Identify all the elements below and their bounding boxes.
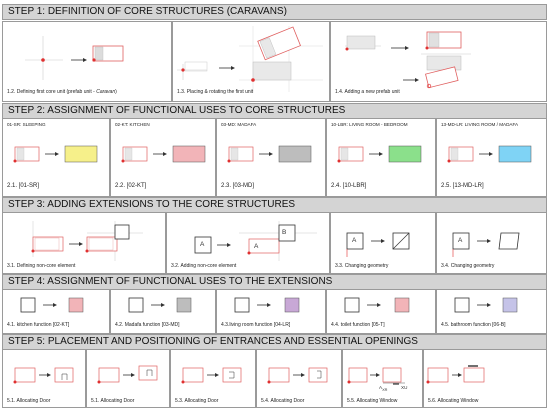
step-5-1b-cell: 5.1. Allocating Door [86,349,170,408]
element-a-geometry-label-b: A [458,237,463,244]
step-3-1-caption: 3.1. Defining non-core element [7,263,76,269]
step-3-4-cell: A 3.4. Changing geometry [436,212,547,274]
step-2-3-cell: 03-MD: MADAFA 2.3. [03-MD] [216,118,326,197]
step-5-6-cell: 5.6. Allocating Window [423,349,547,408]
step-2-3-caption: 2.3. [03-MD] [221,183,255,189]
step-4-4-caption: 4.4. toilet function [05-T] [331,322,385,328]
window-allocation-diagram-1 [347,367,405,385]
step-2-2-caption: 2.2. [02-KT] [115,183,147,189]
step-2-5-caption: 2.5. [13-MD-LR] [441,183,484,189]
step-4-4-cell: 4.4. toilet function [05-T] [326,289,436,334]
step-5-4-cell: 5.4. Allocating Door [256,349,342,408]
living-madafa-unit-diagram [447,145,532,163]
step-3-3-caption: 3.3. Changing geometry [335,263,389,269]
step-2-4-use-label: 10-LBR: LIVING ROOM - BEDROOM [331,122,408,127]
element-a-geometry-label: A [352,237,357,244]
step-2-4-cell: 10-LBR: LIVING ROOM - BEDROOM 2.4. [10-L… [326,118,436,197]
step-5-1a-cell: 5.1. Allocating Door [2,349,86,408]
step-1-4-cell: 1.4. Adding a new prefab unit [330,21,547,102]
window-axr-label: AXR [379,385,388,392]
door-allocation-diagram-3 [181,367,242,384]
step-1-3-cell: 1.3. Placing & rotating the first unit [172,21,330,102]
step-2-2-cell: 02-KT: KITCHEN 2.2. [02-KT] [110,118,216,197]
define-core-unit-diagram [25,36,124,80]
step-4-2-cell: 4.2. Madafa function [03-MD] [110,289,216,334]
kitchen-unit-diagram [121,145,206,163]
step-2-1-caption: 2.1. [01-SR] [7,183,40,189]
step-4-2-caption: 4.2. Madafa function [03-MD] [115,322,180,328]
step-4-header: STEP 4: ASSIGNMENT OF FUNCTIONAL USES TO… [2,274,547,290]
step-5-5-cell: AXR XU 5.5. Allocating Window [342,349,423,408]
step-5-1b-caption: 5.1. Allocating Door [91,398,135,404]
step-3-header: STEP 3: ADDING EXTENSIONS TO THE CORE ST… [2,197,547,213]
kitchen-extension-diagram [20,297,84,313]
step-2-header: STEP 2: ASSIGNMENT OF FUNCTIONAL USES TO… [2,103,547,119]
non-core-element-adding-diagram [194,221,317,261]
step-2-1-use-label: 01-SR: SLEEPING [7,122,46,127]
step-2-3-use-label: 03-MD: MADAFA [221,122,257,127]
step-2-4-caption: 2.4. [10-LBR] [331,183,367,189]
element-a-label: A [200,241,205,248]
step-3-2-cell: A A B 3.2. Adding non-core element [166,212,330,274]
step-1-header: STEP 1: DEFINITION OF CORE STRUCTURES (C… [2,4,547,20]
step-4-1-cell: 4.1. kitchen function [02-KT] [2,289,110,334]
element-b-label: B [282,229,287,236]
step-1-2-cell: 1.2. Defining first core unit (prefab un… [2,21,172,102]
step-5-3-caption: 5.3. Allocating Door [175,398,219,404]
adding-prefab-unit-diagram [345,31,471,89]
window-allocation-diagram-2 [426,365,485,384]
step-5-5-caption: 5.5. Allocating Window [347,398,398,404]
step-4-3-caption: 4.3.living room function [04-LR] [221,322,291,328]
non-core-element-definition-diagram [31,221,143,261]
element-a-placed-label: A [254,243,259,250]
toilet-extension-diagram [344,297,410,313]
step-2-2-use-label: 02-KT: KITCHEN [115,122,150,127]
step-4-5-caption: 4.5. bathroom function [06-B] [441,322,506,328]
step-5-1a-caption: 5.1. Allocating Door [7,398,51,404]
step-3-4-caption: 3.4. Changing geometry [441,263,495,269]
step-1-4-caption: 1.4. Adding a new prefab unit [335,89,400,95]
step-4-3-cell: 4.3.living room function [04-LR] [216,289,326,334]
step-5-4-caption: 5.4. Allocating Door [261,398,305,404]
placing-rotating-unit-diagram [177,26,323,92]
living-bedroom-unit-diagram [337,145,422,163]
changing-geometry-diagram-b [452,232,520,257]
step-1-3-caption: 1.3. Placing & rotating the first unit [177,89,254,95]
madafa-unit-diagram [227,145,312,163]
changing-geometry-diagram-a [346,232,410,257]
living-room-extension-diagram [234,297,300,313]
window-xu-label: XU [401,385,408,390]
door-allocation-diagram-4 [267,367,328,384]
step-5-6-caption: 5.6. Allocating Window [428,398,479,404]
step-5-header: STEP 5: PLACEMENT AND POSITIONING OF ENT… [2,334,547,350]
step-2-5-cell: 13-MD-LR: LIVING ROOM / MADAFA 2.5. [13-… [436,118,547,197]
step-1-2-caption: 1.2. Defining first core unit (prefab un… [7,89,117,95]
step-3-2-caption: 3.2. Adding non-core element [171,263,237,269]
door-allocation-diagram-1 [13,367,74,384]
step-4-5-cell: 4.5. bathroom function [06-B] [436,289,547,334]
step-5-3-cell: 5.3. Allocating Door [170,349,256,408]
door-allocation-diagram-2 [97,365,158,384]
step-3-3-cell: A 3.3. Changing geometry [330,212,436,274]
sleeping-unit-diagram [13,145,98,163]
step-3-1-cell: 3.1. Defining non-core element [2,212,166,274]
step-2-5-use-label: 13-MD-LR: LIVING ROOM / MADAFA [441,122,519,127]
step-4-1-caption: 4.1. kitchen function [02-KT] [7,322,70,328]
bathroom-extension-diagram [454,297,518,313]
madafa-extension-diagram [128,297,192,313]
step-2-1-cell: 01-SR: SLEEPING 2.1. [01-SR] [2,118,110,197]
